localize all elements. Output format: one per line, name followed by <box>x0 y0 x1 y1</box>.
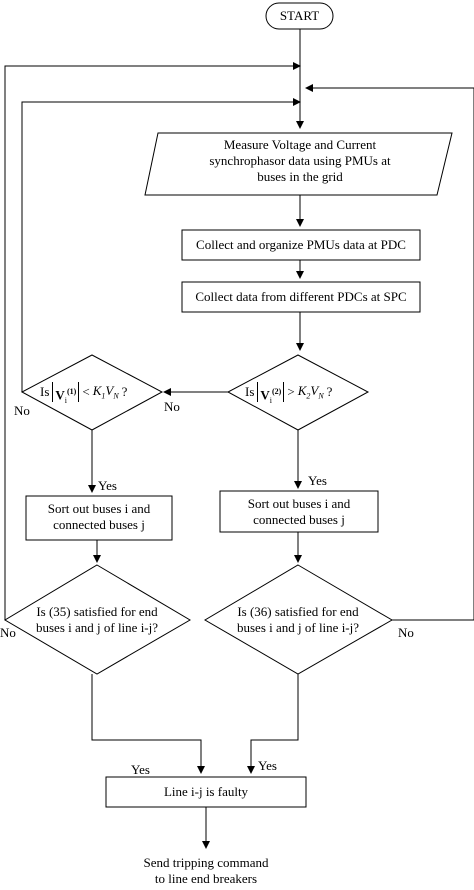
decision-right-v-letter: V <box>310 383 319 399</box>
sort-left-line-1: Sort out buses i and <box>47 501 151 516</box>
no-label-check-right: No <box>398 625 414 640</box>
faulty-label: Line i-j is faulty <box>163 784 249 799</box>
check-left-line-2: buses i and j of line i-j? <box>35 620 159 635</box>
sort-right-line-2: connected buses j <box>253 512 345 527</box>
check-right-line-2: buses i and j of line i-j? <box>236 620 360 635</box>
check-right-text: Is (36) satisfied for end buses i and j … <box>216 604 380 636</box>
decision-left-var-sup: (1) <box>67 387 77 396</box>
measure-parallelogram <box>144 132 453 196</box>
sort-left-box <box>25 495 173 541</box>
collect-pdc-box <box>181 229 421 261</box>
check-left-text: Is (35) satisfied for end buses i and j … <box>15 604 179 636</box>
decision-left-abs: Vi(1) <box>52 382 80 405</box>
yes-label-check-right: Yes <box>258 758 277 773</box>
decision-left-k-sub: 1 <box>101 391 106 401</box>
decision-left-k-letter: K <box>92 383 102 399</box>
decision-right-k-letter: K <box>297 383 307 399</box>
no-label-decision-right: No <box>164 399 180 414</box>
decision-right-var-sub: i <box>269 395 273 405</box>
decision-left-v-sub: N <box>113 391 119 401</box>
check-left-line-1: Is (35) satisfied for end <box>36 604 158 619</box>
yes-label-decision-left: Yes <box>98 478 117 493</box>
sort-left-line-2: connected buses j <box>53 517 145 532</box>
measure-line-1: Measure Voltage and Current <box>223 137 377 152</box>
decision-left-op: < <box>82 384 90 399</box>
sort-right-line-1: Sort out buses i and <box>247 496 351 511</box>
decision-right-var-sup: (2) <box>272 387 282 396</box>
decision-right-k-sub: 2 <box>306 391 311 401</box>
decision-right-q: ? <box>326 384 333 399</box>
collect-spc-box <box>181 281 421 313</box>
decision-right-prefix: Is <box>245 384 255 399</box>
measure-line-3: buses in the grid <box>257 169 343 184</box>
no-label-decision-left: No <box>14 403 30 418</box>
yes-label-check-left: Yes <box>131 762 150 777</box>
send-line-2: to line end breakers <box>154 871 258 886</box>
sort-right-text: Sort out buses i and connected buses j <box>220 496 378 528</box>
check-left-diamond <box>4 564 191 675</box>
decision-right-v-sub: N <box>318 391 324 401</box>
decision-left-var: V <box>55 387 65 403</box>
decision-right-abs: Vi(2) <box>257 382 285 405</box>
decision-right-op: > <box>287 384 295 399</box>
decision-right-k: K2VN <box>298 383 324 401</box>
decision-left-var-sub: i <box>64 395 68 405</box>
decision-left-condition: Is Vi(1) < K1VN ? <box>40 382 128 405</box>
decision-left-prefix: Is <box>40 384 50 399</box>
yes-label-decision-right: Yes <box>308 473 327 488</box>
measure-line-2: synchrophasor data using PMUs at <box>209 153 391 168</box>
decision-left-q: ? <box>121 384 128 399</box>
decision-right-var: V <box>260 387 270 403</box>
sort-left-text: Sort out buses i and connected buses j <box>26 501 172 533</box>
check-right-line-1: Is (36) satisfied for end <box>237 604 359 619</box>
collect-spc-label: Collect data from different PDCs at SPC <box>195 289 407 304</box>
send-text: Send tripping command to line end breake… <box>106 855 306 887</box>
send-line-1: Send tripping command <box>143 855 269 870</box>
no-label-check-left: No <box>0 625 16 640</box>
measure-text: Measure Voltage and Current synchrophaso… <box>150 137 450 185</box>
decision-left-v-letter: V <box>105 383 114 399</box>
collect-pdc-label: Collect and organize PMUs data at PDC <box>196 237 406 252</box>
decision-right-condition: Is Vi(2) > K2VN ? <box>245 382 333 405</box>
decision-left-k: K1VN <box>93 383 119 401</box>
sort-right-box <box>219 490 379 533</box>
start-label: START <box>279 8 320 23</box>
